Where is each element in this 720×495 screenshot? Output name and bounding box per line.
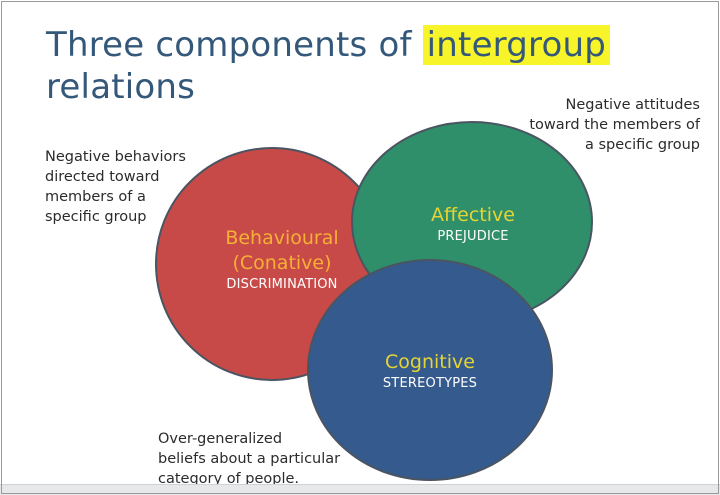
affective-name: Affective xyxy=(431,204,515,226)
cognitive-name: Cognitive xyxy=(385,351,475,373)
slide-title: Three components of intergroup relations xyxy=(46,24,666,108)
cognitive-label: Cognitive STEREOTYPES xyxy=(355,350,505,393)
cognitive-sub: STEREOTYPES xyxy=(382,376,478,391)
behavioural-sub: DISCRIMINATION xyxy=(226,277,338,292)
affective-sub: PREJUDICE xyxy=(437,229,509,244)
cognitive-description: Over-generalized beliefs about a particu… xyxy=(158,431,341,487)
affective-description: Negative attitudes toward the members of… xyxy=(529,97,700,153)
bottom-strip xyxy=(0,484,720,495)
behavioural-name-line1: Behavioural xyxy=(225,227,339,249)
title-highlight: intergroup xyxy=(422,25,611,65)
behavioural-label: Behavioural (Conative) DISCRIMINATION xyxy=(196,226,368,294)
behavioral-description: Negative behaviors directed toward membe… xyxy=(45,149,186,225)
cognitive-circle xyxy=(307,259,553,481)
behavioural-name-line2: (Conative) xyxy=(232,252,332,274)
title-prefix: Three components of xyxy=(46,25,423,65)
title-suffix: relations xyxy=(46,67,196,107)
affective-label: Affective PREJUDICE xyxy=(398,203,548,246)
